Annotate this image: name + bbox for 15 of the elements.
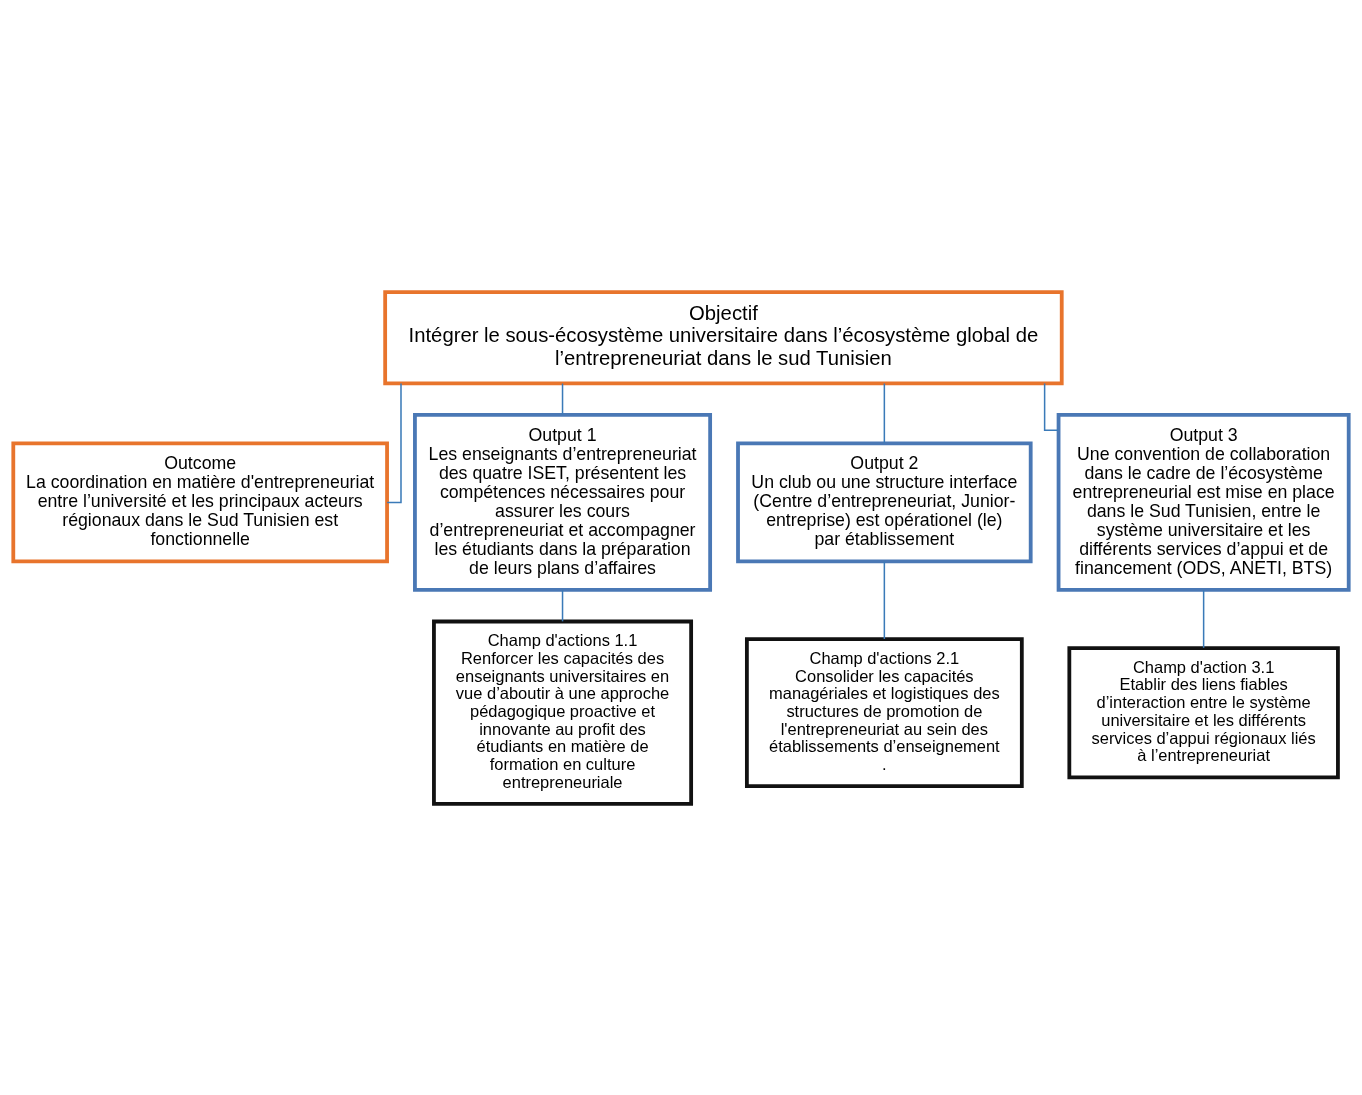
- connector: [386, 382, 402, 503]
- node-box: Output 3 Une convention de collaboration dans le cadre de l’écosystème entrepreneurial est mise en place dans le Sud Tunisien, entre le système universitaire et les différents services d’appui et de financement (ODS, ANETI, BTS): [1056, 412, 1351, 592]
- connector: [1202, 589, 1205, 649]
- node-box: Outcome La coordination en matière d'entrepreneuriat entre l’université et les principaux acteurs régionaux dans le Sud Tunisien est fonctionnelle: [11, 441, 389, 563]
- connector: [561, 382, 564, 415]
- node-box: Champ d'action 3.1 Etablir des liens fiables d’interaction entre le système universitaire et les différents services d’appui régionaux liés à l’entrepreneuriat: [1067, 645, 1340, 779]
- node-box: Objectif Intégrer le sous-écosystème universitaire dans l’écosystème global de l’entrepreneuriat dans le sud Tunisien: [383, 289, 1064, 385]
- connector: [1043, 382, 1059, 431]
- node-box: Champ d'actions 1.1 Renforcer les capacités des enseignants universitaires en vue d’aboutir à une approche pédagogique proactive et innovante au profit des étudiants en matière de formation en culture entrepreneuriale: [432, 619, 694, 806]
- connector: [561, 589, 564, 622]
- node-box: Output 2 Un club ou une structure interface (Centre d’entrepreneuriat, Junior-entreprise) est opérationel (le) par établissement: [736, 441, 1033, 563]
- node-box: Output 1 Les enseignants d’entrepreneuriat des quatre ISET, présentent les compétences nécessaires pour assurer les cours d’entrepreneuriat et accompagner les étudiants dans la préparation de leurs plans d’affaires: [413, 412, 713, 592]
- node-box: Champ d'actions 2.1 Consolider les capacités managériales et logistiques des structures de promotion de l'entrepreneuriat au sein des établissements d’enseignement .: [745, 636, 1024, 788]
- connector: [883, 382, 886, 444]
- connector: [883, 560, 886, 640]
